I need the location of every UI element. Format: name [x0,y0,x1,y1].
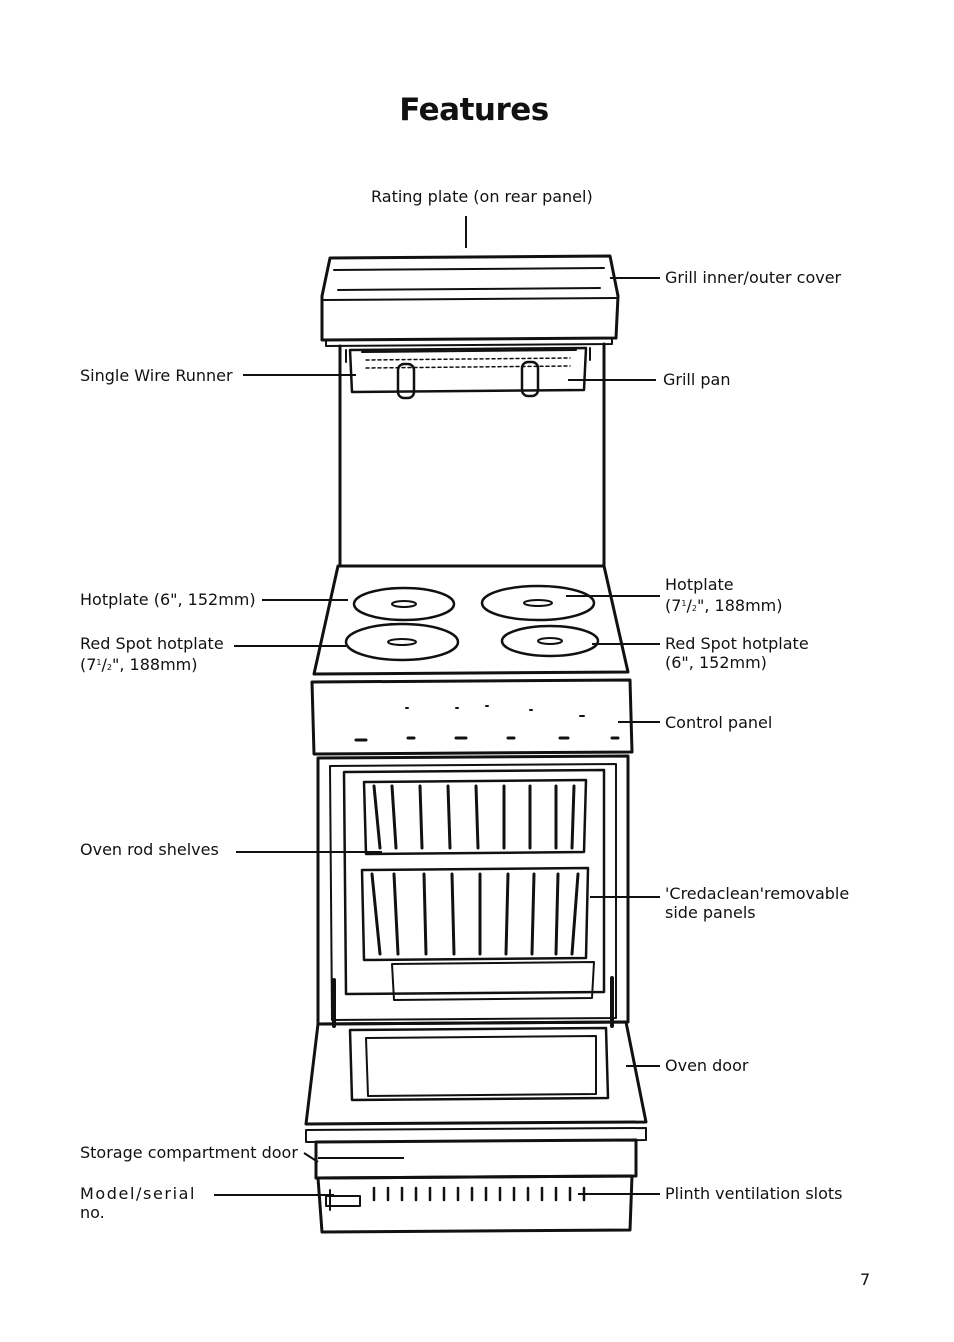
label-rod-shelves: Oven rod shelves [80,840,219,859]
label-redspot-right-line2: (6", 152mm) [665,653,767,672]
label-wire-runner: Single Wire Runner [80,366,233,385]
page-number: 7 [860,1270,871,1289]
back-panel [338,342,606,568]
label-redspot-right: Red Spot hotplate (6", 152mm) [665,634,809,672]
label-model-serial-line1: Model/serial [80,1184,197,1203]
oven-body [316,754,630,1026]
label-hotplate-right-line2: (71/2", 188mm) [665,596,783,615]
label-grill-cover: Grill inner/outer cover [665,268,842,287]
label-model-serial-line2: no. [80,1203,105,1222]
label-redspot-right-line1: Red Spot hotplate [665,634,809,653]
label-model-serial: Model/serial no. [80,1184,196,1222]
lower-shelf [360,866,590,962]
label-side-panels: 'Credaclean'removable side panels [665,884,849,922]
label-storage-door: Storage compartment door [80,1143,298,1162]
label-rating-plate: Rating plate (on rear panel) [371,187,593,206]
hob [312,564,630,676]
label-hotplate-right-line1: Hotplate [665,575,734,594]
label-grill-pan: Grill pan [663,370,731,389]
control-panel-drawing [310,678,634,756]
label-redspot-left-line2: (71/2", 188mm) [80,655,198,674]
label-side-panels-line1: 'Credaclean'removable [665,884,850,903]
page-title: Features [399,92,549,128]
leader-lines [214,216,660,1196]
oven-cavity [342,768,606,996]
label-side-panels-line2: side panels [665,903,756,922]
label-plinth-slots: Plinth ventilation slots [665,1184,843,1203]
grill-pan [345,346,591,400]
upper-shelf [362,778,588,856]
grill-cover [320,254,620,347]
label-hotplate-right: Hotplate (71/2", 188mm) [665,575,782,618]
label-redspot-left: Red Spot hotplate (71/2", 188mm) [80,634,224,677]
oven-door-drawing [304,1020,648,1143]
label-oven-door: Oven door [665,1056,749,1075]
label-redspot-left-line1: Red Spot hotplate [80,634,224,653]
storage-plinth [314,1138,638,1234]
label-hotplate-left: Hotplate (6", 152mm) [80,590,256,609]
label-control-panel: Control panel [665,713,773,732]
